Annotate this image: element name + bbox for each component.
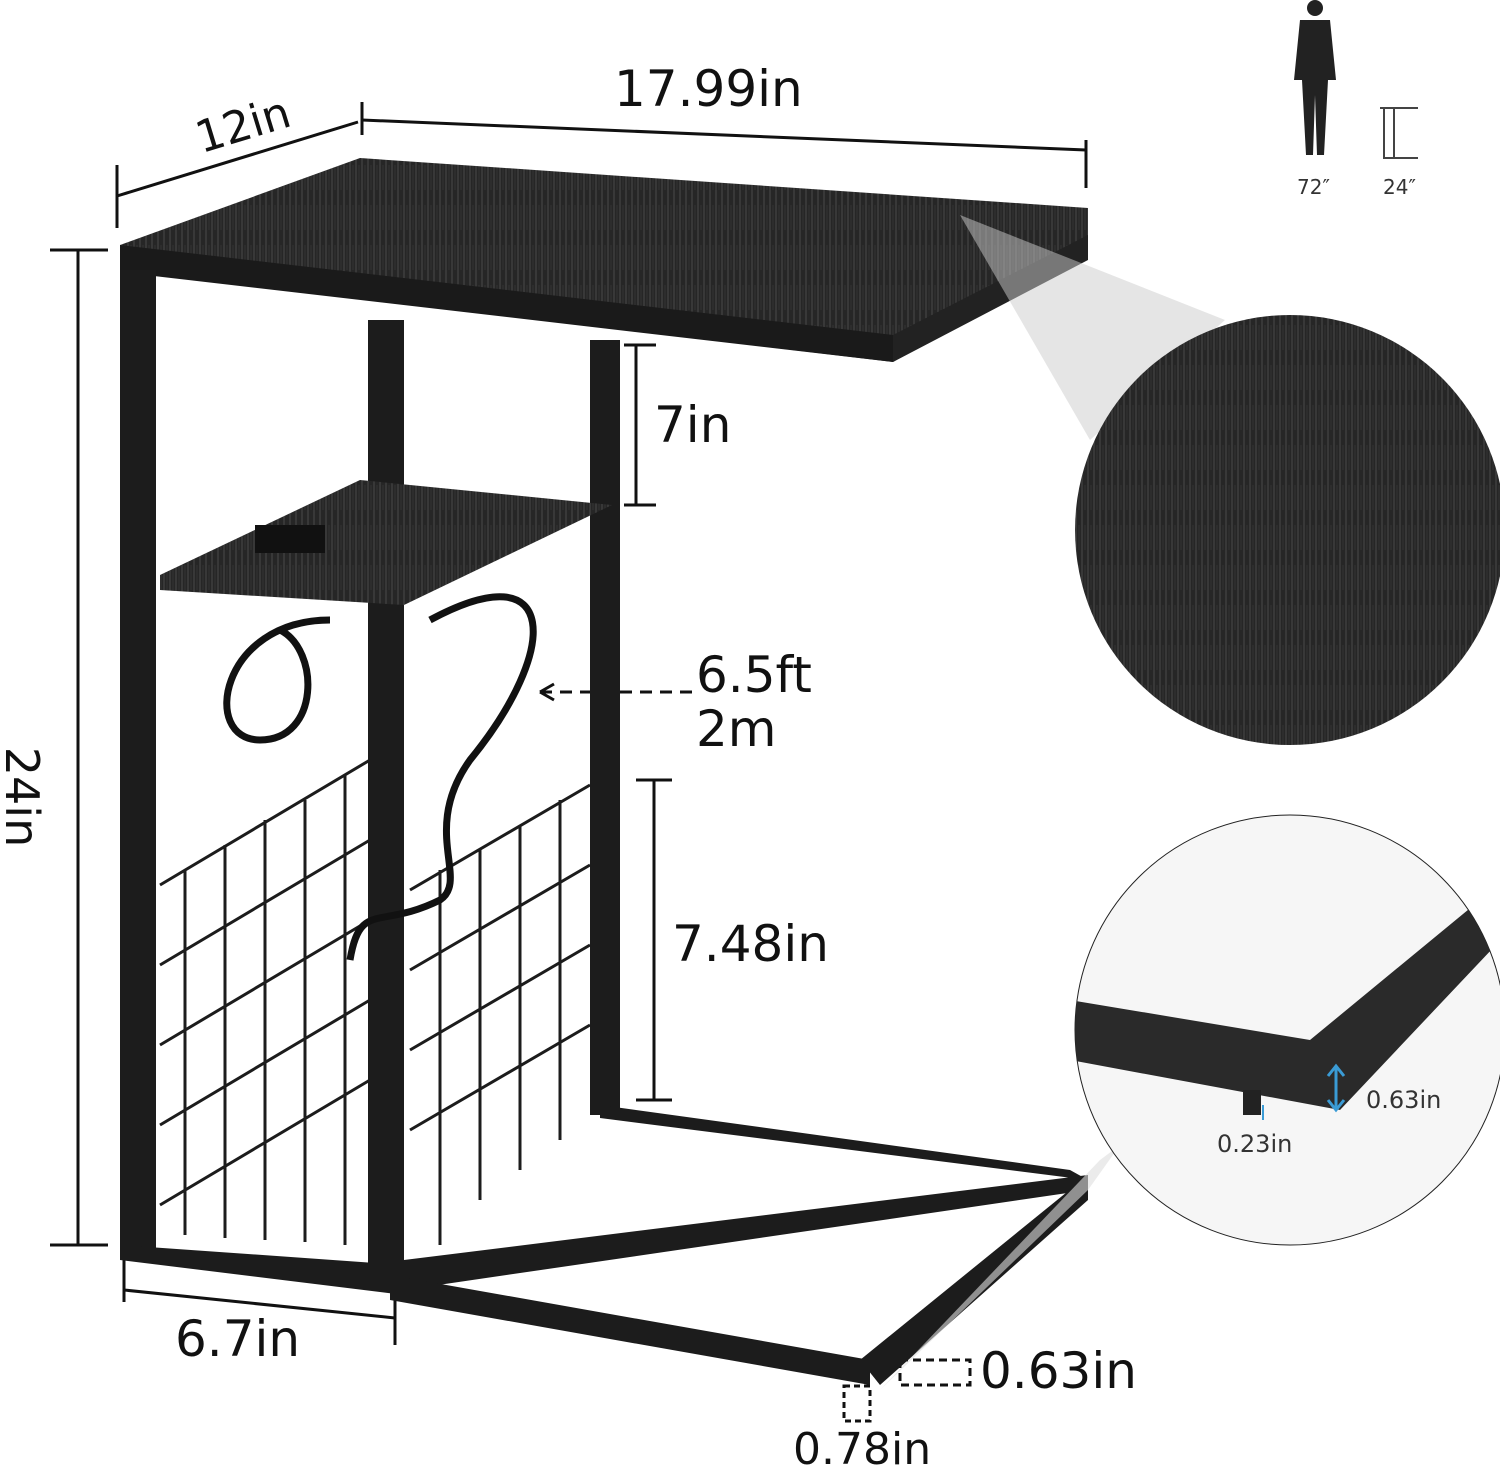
width-label: 17.99in [614, 60, 803, 118]
cord-length-ft-label: 6.5ft [696, 646, 812, 704]
table-frame [120, 158, 1088, 1385]
foot-height-label: 0.78in [793, 1424, 932, 1474]
tube-height-detail-label: 0.63in [1366, 1086, 1442, 1114]
leveler-height-detail-label: 0.23in [1217, 1130, 1293, 1158]
basket-height-label: 7.48in [672, 915, 829, 973]
shelf-gap-label: 7in [654, 396, 732, 454]
height-label: 24in [0, 746, 50, 848]
person-silhouette-icon [1294, 0, 1336, 155]
power-cord [223, 593, 537, 961]
wood-texture-detail [1075, 315, 1500, 745]
base-tube-label: 0.63in [980, 1342, 1137, 1400]
wire-basket [159, 758, 591, 1245]
person-height-label: 72″ [1297, 175, 1330, 199]
power-strip [255, 525, 325, 553]
cord-length-m-label: 2m [696, 700, 777, 758]
blue-arrows [1262, 1063, 1346, 1120]
base-depth-label: 6.7in [175, 1310, 301, 1368]
table-silhouette-icon [1380, 107, 1418, 159]
table-height-ref-label: 24″ [1383, 175, 1416, 199]
